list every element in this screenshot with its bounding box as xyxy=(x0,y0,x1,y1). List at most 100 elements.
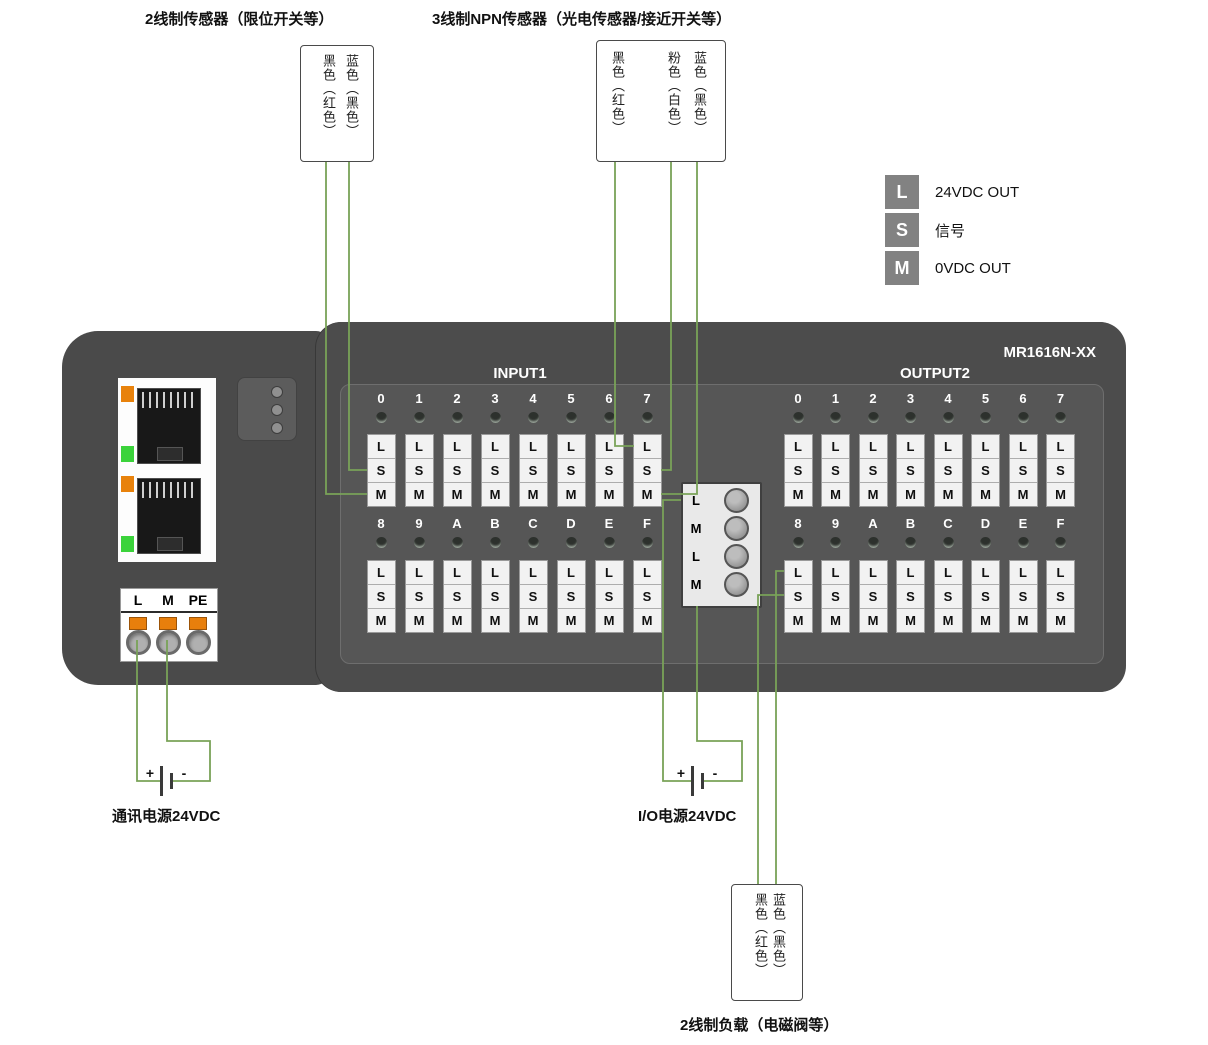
terminal-M: M xyxy=(641,613,653,628)
input-row2-chC-led xyxy=(527,537,539,548)
terminal-L: L xyxy=(1009,561,1037,585)
io-terminal-hole xyxy=(724,544,749,569)
terminal-S: S xyxy=(443,585,471,609)
sensor-3wire-box: 黑色（红色） 粉色（白色） 蓝色（黑色） xyxy=(596,40,726,162)
terminal-lever xyxy=(159,617,177,630)
input-row2-ch8-label: 8 xyxy=(377,516,385,531)
input-row2-ch9-led xyxy=(413,537,425,548)
output-row1-ch5-label: 5 xyxy=(981,391,990,406)
terminal-M: M xyxy=(830,487,841,502)
terminal-M: M xyxy=(451,613,463,628)
terminal-S: S xyxy=(519,585,547,609)
terminal-M: M xyxy=(942,613,954,628)
input-row1-ch1-led xyxy=(413,412,425,423)
terminal-M: M xyxy=(1017,487,1029,502)
wire-color-label: 黑色（红色） xyxy=(753,893,768,977)
terminal-M: M xyxy=(905,613,916,628)
port2-link-led xyxy=(121,536,134,552)
input-row1-ch5-label: 5 xyxy=(567,391,575,406)
terminal-PE-label: PE xyxy=(188,592,208,608)
connector-hole xyxy=(271,404,283,416)
terminal-S: S xyxy=(859,585,887,609)
terminal-M: M xyxy=(565,487,577,502)
input-row1-ch5-led xyxy=(565,412,577,423)
input-row2-chD-label: D xyxy=(566,516,576,531)
terminal-L: L xyxy=(443,435,471,459)
output-row2-chE-led xyxy=(1017,537,1029,548)
terminal-L: L xyxy=(934,435,962,459)
output-row1-ch4-label: 4 xyxy=(944,391,952,406)
terminal-M: M xyxy=(451,487,463,502)
terminal-M: M xyxy=(1017,613,1029,628)
terminal-M: M xyxy=(942,487,954,502)
terminal-S: S xyxy=(934,585,962,609)
io-power-connector: L M L M xyxy=(681,482,762,608)
terminal-L: L xyxy=(557,561,585,585)
terminal-M: M xyxy=(905,487,916,502)
output-row2-chB-led xyxy=(905,537,916,548)
output-row1-ch2-led xyxy=(867,412,879,423)
legend-key-L: L xyxy=(885,175,919,209)
terminal-L: L xyxy=(633,435,661,459)
input-row1-ch7-led xyxy=(641,412,653,423)
terminal-M: M xyxy=(867,613,879,628)
terminal-L-label: L xyxy=(133,592,143,608)
input-row1-ch3-led xyxy=(489,412,501,423)
terminal-L: L xyxy=(897,561,924,585)
terminal-L: L xyxy=(519,435,547,459)
terminal-S: S xyxy=(367,459,395,483)
connector-hole xyxy=(271,386,283,398)
terminal-S: S xyxy=(595,585,623,609)
io-power-label: I/O电源24VDC xyxy=(638,808,737,825)
minus-sign: - xyxy=(181,765,187,781)
terminal-M: M xyxy=(413,613,425,628)
terminal-S: S xyxy=(1047,585,1074,609)
wire-color-label: 黑色（红色） xyxy=(321,54,336,138)
aux-connector xyxy=(237,377,297,441)
plus-sign: + xyxy=(676,765,686,781)
output-row1-ch7-label: 7 xyxy=(1056,391,1065,406)
port1-link-led xyxy=(121,446,134,462)
model-label: MR1616N-XX xyxy=(1003,344,1096,361)
output-row2-chA-led xyxy=(867,537,879,548)
input-row1-ch0-led xyxy=(375,412,387,423)
terminal-S: S xyxy=(822,585,849,609)
plus-sign: + xyxy=(145,765,155,781)
output-row1-ch0-led xyxy=(792,412,804,423)
io-terminal-M-label: M xyxy=(690,521,702,536)
input-row2-chE-led xyxy=(603,537,615,548)
io-terminal-L-label: L xyxy=(692,549,700,564)
output-section-header: OUTPUT2 xyxy=(899,365,970,382)
input-row1-ch2-led xyxy=(451,412,463,423)
terminal-M: M xyxy=(830,613,841,628)
terminal-L: L xyxy=(367,435,395,459)
port2-activity-led xyxy=(121,476,134,492)
terminal-L: L xyxy=(443,561,471,585)
terminal-S: S xyxy=(897,459,924,483)
output-row2-chE-label: E xyxy=(1018,516,1028,531)
terminal-L: L xyxy=(859,435,887,459)
input-row1-ch1-label: 1 xyxy=(415,391,423,406)
sensor-3wire-title: 3线制NPN传感器（光电传感器/接近开关等） xyxy=(432,11,732,28)
terminal-S: S xyxy=(481,585,509,609)
output-row2-ch8-led xyxy=(792,537,804,548)
terminal-S: S xyxy=(1047,459,1074,483)
